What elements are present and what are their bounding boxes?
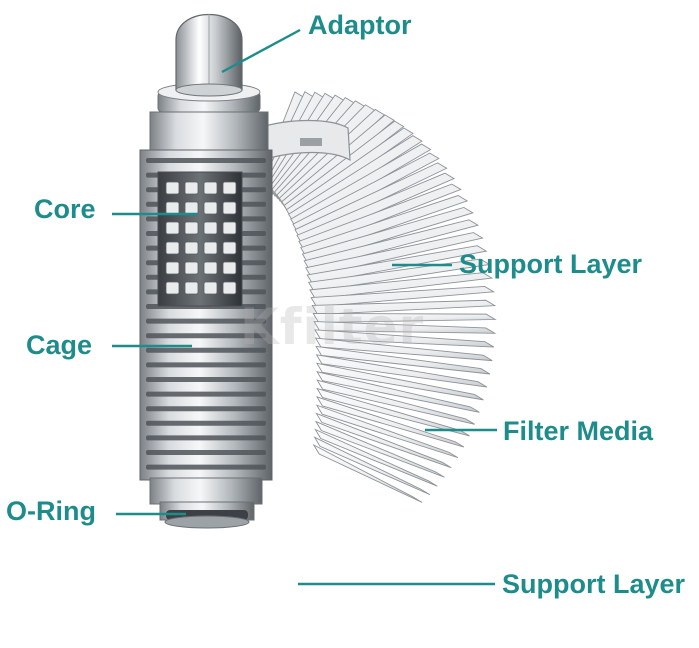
- core-hole: [184, 221, 199, 235]
- core-hole: [165, 281, 180, 295]
- core-hole: [222, 221, 237, 235]
- cage-slot: [146, 362, 266, 368]
- cage-slot: [146, 406, 266, 412]
- core-hole: [203, 241, 218, 255]
- core-hole: [184, 281, 199, 295]
- pleat: [316, 387, 470, 437]
- cage-slot: [146, 435, 266, 441]
- pleat: [303, 219, 480, 271]
- pleat: [315, 345, 491, 375]
- core-hole: [203, 181, 218, 195]
- pleat: [312, 443, 423, 503]
- core-hole: [203, 201, 218, 215]
- cage-slot: [146, 377, 266, 382]
- core-hole: [203, 261, 218, 275]
- cartridge-body: [139, 82, 273, 529]
- cage-slot: [146, 464, 266, 470]
- core-hole: [184, 181, 199, 195]
- pleat: [310, 285, 496, 308]
- label-support-layer-top: Support Layer: [459, 249, 643, 279]
- pleat: [315, 412, 452, 469]
- pleat: [309, 272, 494, 300]
- core-hole: [203, 281, 218, 295]
- pleat: [315, 404, 459, 459]
- label-support-layer-bottom: Support Layer: [502, 569, 686, 599]
- core-hole: [165, 221, 180, 235]
- cage-slot: [146, 347, 266, 353]
- core-hole: [203, 221, 218, 235]
- pleat: [314, 428, 438, 487]
- pleat: [315, 354, 488, 388]
- label-filter-media: Filter Media: [503, 416, 654, 446]
- cage-slot: [146, 158, 266, 163]
- label-core: Core: [34, 194, 96, 224]
- pleat: [314, 420, 445, 478]
- pleat: [314, 337, 493, 362]
- core-perforations: [165, 181, 237, 295]
- watermark-text: Kfilter: [240, 298, 425, 356]
- leader-lines: [112, 28, 497, 586]
- core-hole: [222, 201, 237, 215]
- cage-slot: [146, 333, 266, 339]
- adaptor-part: [175, 13, 243, 97]
- core-hole: [165, 201, 180, 215]
- leader-adaptor: [221, 28, 301, 74]
- core-hole: [184, 261, 199, 275]
- pleat: [311, 299, 497, 315]
- pleat: [314, 329, 495, 348]
- cage-slot: [146, 318, 266, 324]
- core-hole: [165, 241, 180, 255]
- pleat: [313, 321, 497, 334]
- pleat: [305, 232, 484, 278]
- pleat: [316, 371, 480, 413]
- core-hole: [222, 181, 237, 195]
- core-hole: [222, 261, 237, 275]
- label-o-ring: O-Ring: [6, 496, 96, 526]
- pleat: [316, 379, 475, 425]
- support-strip-slot: [300, 138, 322, 146]
- cage-slot: [146, 391, 266, 397]
- pleat: [313, 436, 431, 496]
- cage-slot: [146, 420, 266, 426]
- label-cage: Cage: [26, 330, 93, 360]
- cage-slot: [146, 450, 266, 455]
- core-hole: [184, 201, 199, 215]
- core-hole: [222, 281, 237, 295]
- core-hole: [165, 261, 180, 275]
- core-hole: [222, 241, 237, 255]
- core-hole: [184, 241, 199, 255]
- pleat: [316, 396, 465, 448]
- pleat: [312, 313, 497, 323]
- pleat: [307, 258, 491, 292]
- pleat: [315, 362, 484, 401]
- label-adaptor: Adaptor: [308, 10, 412, 40]
- core-hole: [165, 181, 180, 195]
